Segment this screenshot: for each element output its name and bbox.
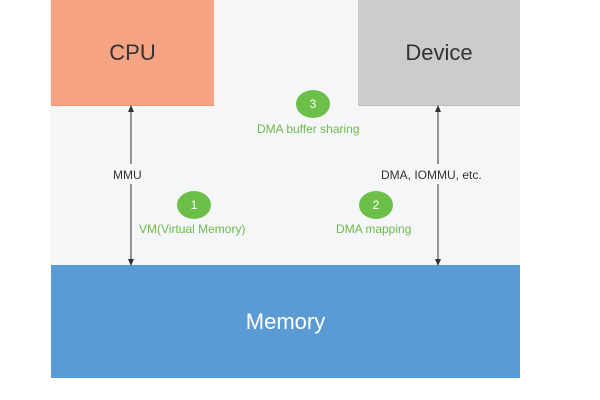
memory-node-label: Memory — [245, 308, 326, 334]
step-2-number: 2 — [372, 198, 380, 212]
step-2-label: DMA mapping — [336, 222, 412, 236]
step-1-number: 1 — [190, 198, 198, 212]
step-2-badge: 2 — [359, 191, 393, 219]
step-3-badge: 3 — [296, 90, 330, 118]
step-3-label: DMA buffer sharing — [257, 122, 360, 136]
figure-caption — [0, 392, 600, 400]
dma-iommu-label: DMA, IOMMU, etc. — [381, 168, 482, 182]
device-node-label: Device — [405, 39, 473, 65]
mmu-label: MMU — [113, 168, 142, 182]
cpu-node: CPU — [51, 0, 214, 106]
step-3-number: 3 — [309, 97, 317, 111]
step-1-label: VM(Virtual Memory) — [139, 222, 246, 236]
cpu-node-label: CPU — [109, 39, 156, 65]
memory-node: Memory — [51, 265, 520, 378]
step-1-badge: 1 — [177, 191, 211, 219]
